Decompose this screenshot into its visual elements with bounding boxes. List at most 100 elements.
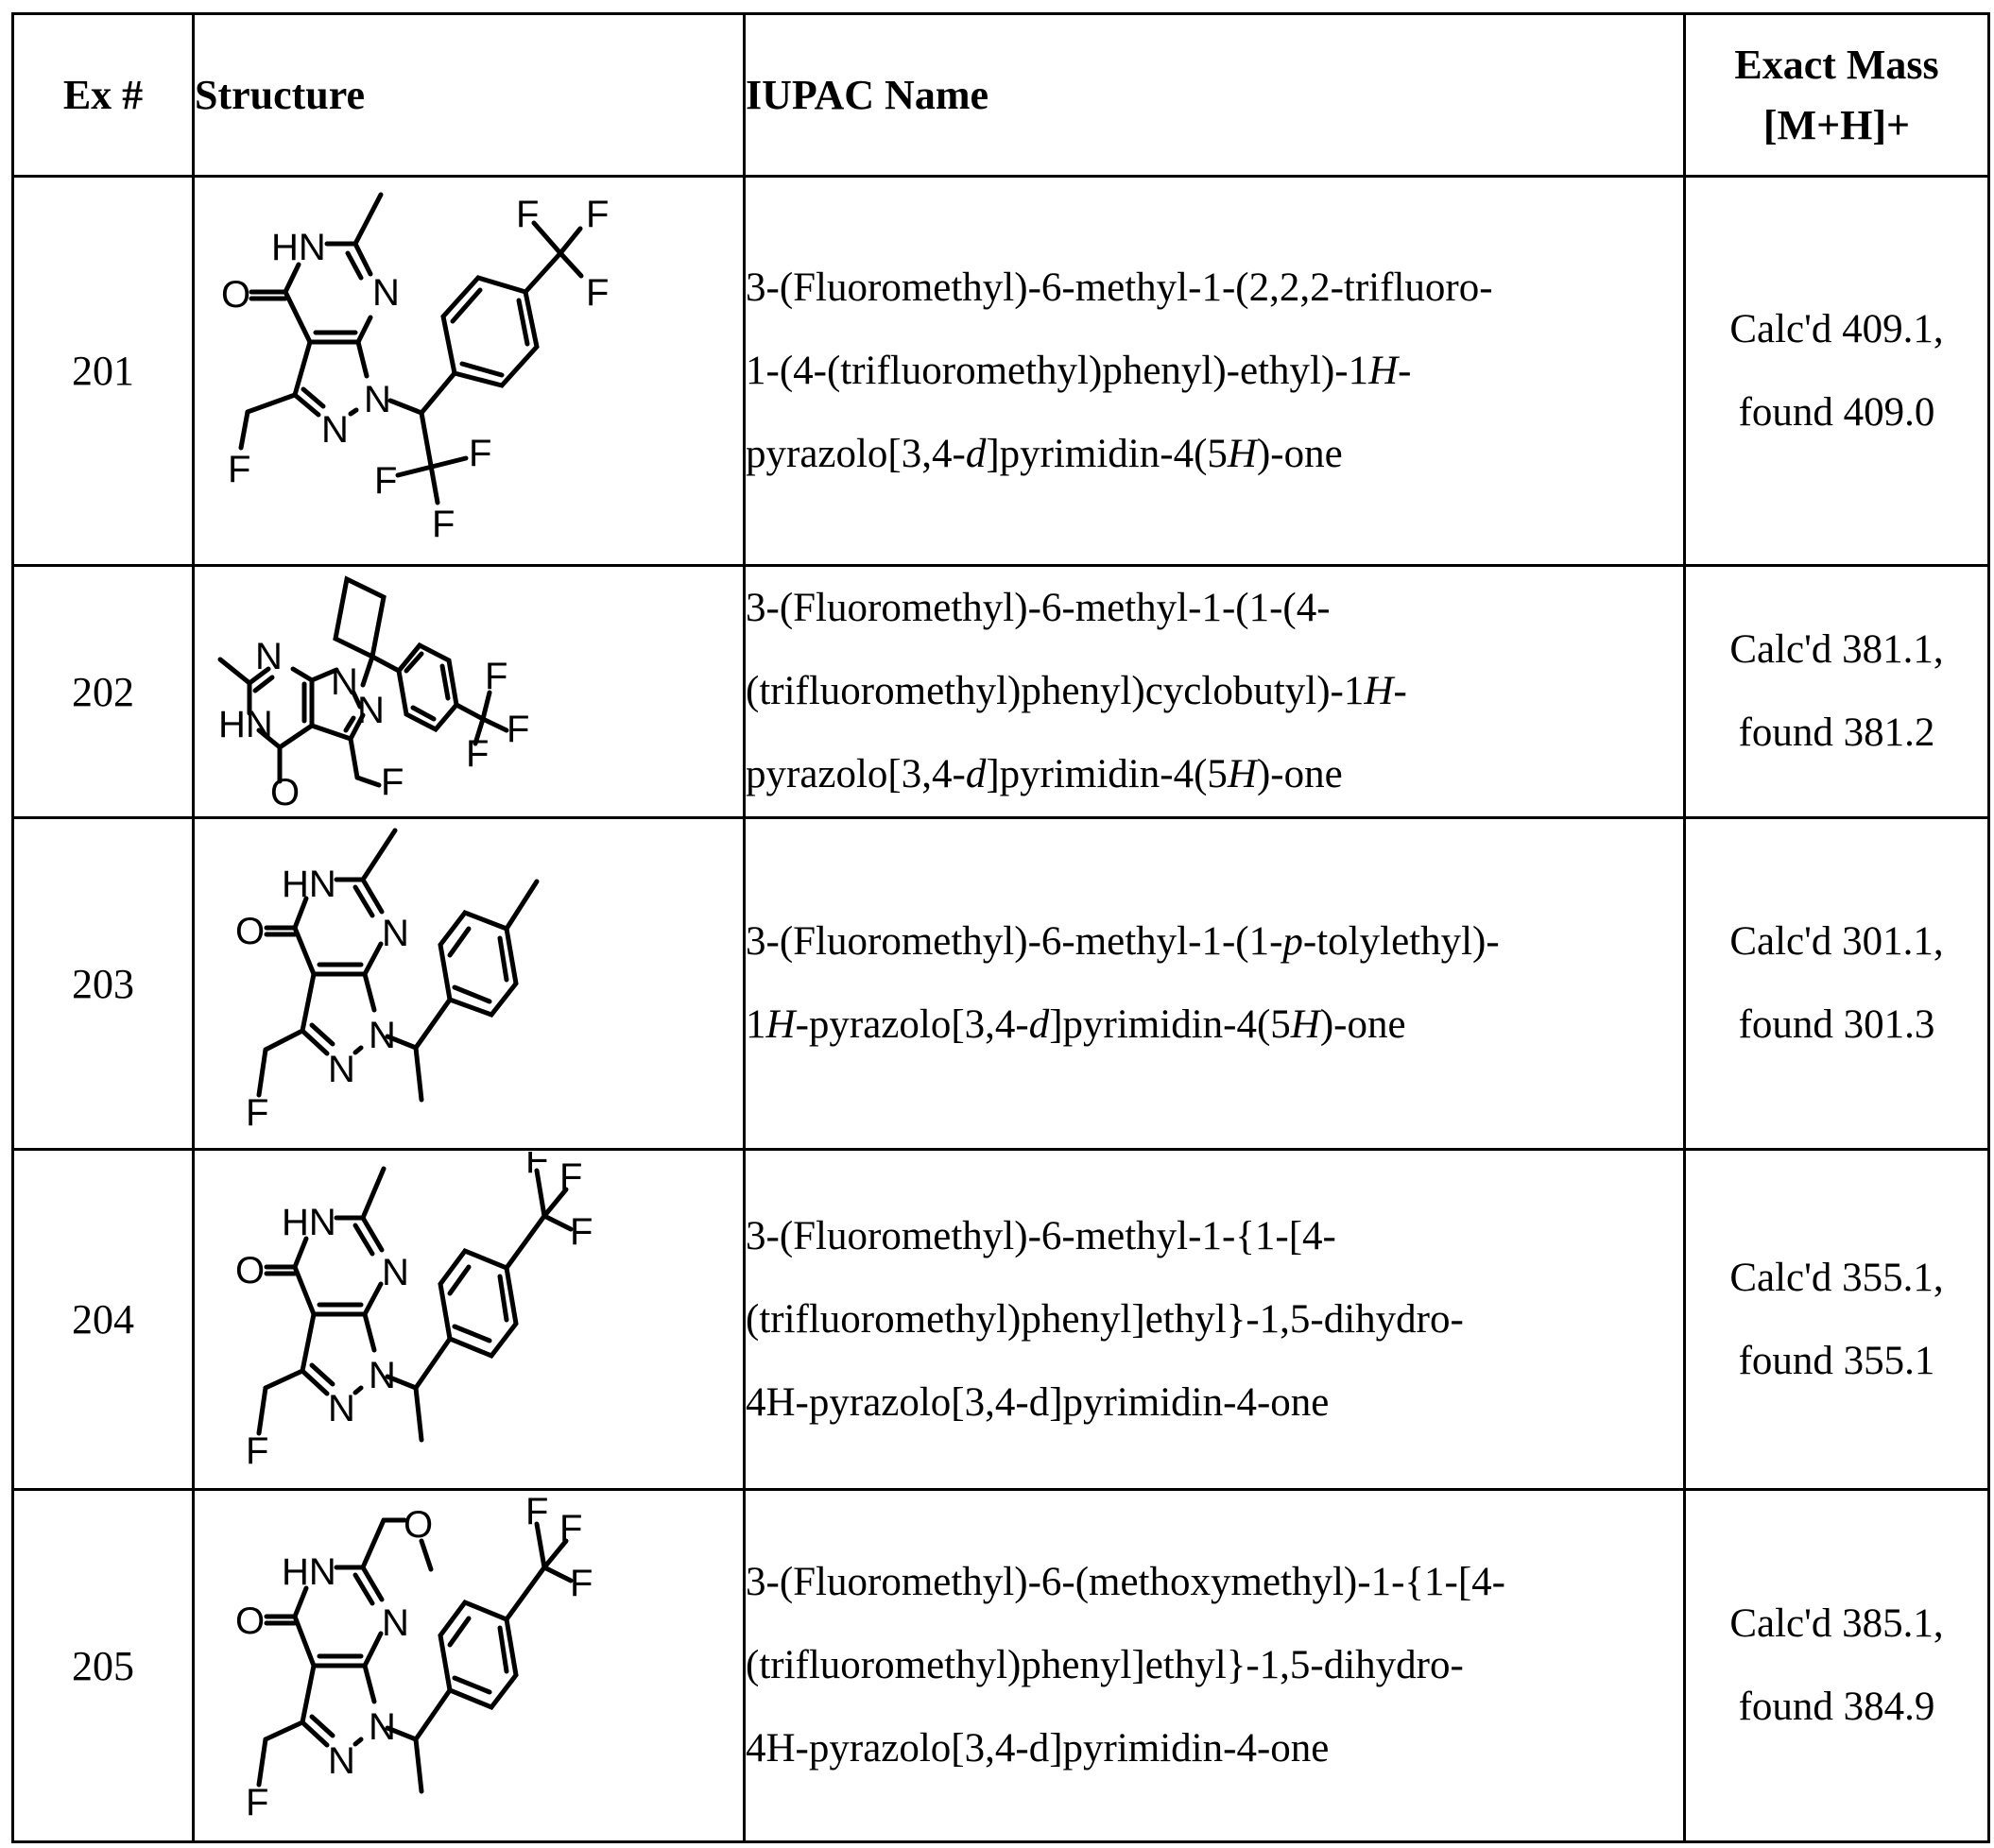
table-row: 201: [11, 175, 1990, 567]
iupac-text: )-one: [1319, 1002, 1406, 1047]
iupac-name: 3-(Fluoromethyl)-6-methyl-1-{1-[4- (trifl…: [743, 1148, 1686, 1491]
atom-label: F: [469, 433, 491, 474]
mass-calculated: Calc'd 301.1,: [1729, 919, 1944, 964]
ex-number: 202: [11, 564, 195, 819]
ex-number: 201: [11, 175, 195, 567]
exact-mass: Calc'd 301.1, found 301.3: [1683, 816, 1990, 1151]
atom-label: N: [328, 1740, 355, 1782]
chemical-structure-203-icon: HN N O N N F: [235, 828, 540, 1134]
iupac-italic: H: [1227, 752, 1257, 796]
atom-label: F: [507, 709, 529, 750]
atom-label: F: [466, 733, 489, 775]
ex-number: 203: [11, 816, 195, 1151]
atom-label: F: [570, 1211, 593, 1253]
iupac-text: 3-(Fluoromethyl)-6-methyl-1-{1-[4-: [746, 1213, 1336, 1258]
header-iupac-name: IUPAC Name: [743, 12, 1686, 178]
atom-label: O: [235, 1250, 265, 1292]
iupac-text: ]pyrimidin-4(5: [986, 431, 1228, 476]
atom-label: F: [246, 1782, 268, 1823]
atom-label: F: [246, 1430, 268, 1472]
iupac-text: pyrazolo[3,4-: [746, 431, 966, 476]
atom-label: F: [525, 1152, 548, 1181]
chemical-structure-201-icon: HN N O N N F F F F F F F: [221, 192, 609, 545]
atom-label: F: [570, 1563, 593, 1604]
header-structure: Structure: [192, 12, 746, 178]
chemical-structure-202-icon: .s202 text{font-size:26px}: [217, 574, 529, 813]
header-row: Ex # Structure IUPAC Name Exact Mass [M+…: [11, 12, 1990, 178]
iupac-italic: d: [965, 752, 987, 796]
mass-calculated: Calc'd 355.1,: [1729, 1255, 1944, 1300]
atom-label: F: [516, 194, 539, 235]
iupac-italic: H: [1227, 431, 1257, 476]
atom-label: N: [357, 690, 385, 731]
atom-label: O: [221, 274, 250, 316]
iupac-text: (trifluoromethyl)phenyl]ethyl}-1,5-dihyd…: [746, 1296, 1464, 1342]
iupac-text: 1-(4-(trifluoromethyl)phenyl)-ethyl)-1: [746, 348, 1369, 393]
structure-cell: .s202 text{font-size:26px}: [192, 564, 746, 819]
atom-label: F: [374, 460, 397, 502]
atom-label: F: [432, 504, 455, 545]
atom-label: O: [270, 772, 300, 813]
atom-label: N: [321, 409, 349, 451]
iupac-text: pyrazolo[3,4-: [746, 752, 966, 796]
header-ex-num: Ex #: [11, 12, 195, 178]
iupac-italic: H: [765, 1002, 796, 1047]
atom-label: N: [328, 1049, 355, 1090]
structure-cell: HN N O N N F: [192, 816, 746, 1151]
ex-number: 205: [11, 1488, 195, 1843]
iupac-text: -: [1393, 669, 1407, 713]
atom-label: O: [404, 1504, 433, 1546]
iupac-italic: H: [1368, 348, 1399, 393]
iupac-text: 4H-pyrazolo[3,4-d]pyrimidin-4-one: [746, 1726, 1330, 1771]
structure-cell: HN N O N N F F F F: [192, 1148, 746, 1491]
iupac-text: )-one: [1256, 431, 1343, 476]
iupac-text: (trifluoromethyl)phenyl]ethyl}-1,5-dihyd…: [746, 1643, 1464, 1687]
header-exact-mass-line2: [M+H]+: [1762, 101, 1911, 148]
atom-label: F: [228, 449, 250, 490]
atom-label: F: [525, 1494, 548, 1532]
ex-number: 204: [11, 1148, 195, 1491]
iupac-text: ]pyrimidin-4(5: [1049, 1002, 1291, 1047]
atom-label: N: [255, 636, 283, 677]
mass-calculated: Calc'd 381.1,: [1729, 627, 1944, 672]
atom-label: F: [246, 1092, 268, 1134]
atom-label: N: [382, 1252, 409, 1293]
exact-mass: Calc'd 355.1, found 355.1: [1683, 1148, 1990, 1491]
iupac-name: 3-(Fluoromethyl)-6-methyl-1-(2,2,2-trifl…: [743, 175, 1686, 567]
iupac-text: 3-(Fluoromethyl)-6-(methoxymethyl)-1-{1-…: [746, 1560, 1505, 1604]
iupac-name: 3-(Fluoromethyl)-6-methyl-1-(1-(4-(trifl…: [743, 564, 1686, 819]
atom-label: F: [381, 761, 404, 803]
chemical-structure-205-icon: HN N O O N N F F F F: [235, 1494, 593, 1823]
iupac-name: 3-(Fluoromethyl)-6-(methoxymethyl)-1-{1-…: [743, 1488, 1686, 1843]
iupac-italic: H: [1364, 669, 1394, 713]
atom-label: N: [328, 1388, 355, 1429]
atom-label: HN: [282, 1551, 336, 1593]
atom-label: HN: [271, 227, 326, 268]
atom-label: F: [559, 1508, 582, 1549]
atom-label: N: [369, 1706, 396, 1748]
mass-found: found 409.0: [1738, 389, 1935, 435]
iupac-italic: p: [1282, 919, 1303, 964]
atom-label: N: [382, 913, 409, 954]
atom-label: N: [369, 1015, 396, 1056]
atom-label: N: [382, 1602, 409, 1644]
mass-calculated: Calc'd 409.1,: [1729, 306, 1944, 351]
atom-label: HN: [282, 864, 336, 905]
table-row: 205: [11, 1488, 1990, 1843]
iupac-text: 4H-pyrazolo[3,4-d]pyrimidin-4-one: [746, 1379, 1330, 1425]
atom-label: F: [559, 1156, 582, 1198]
table-row: 204: [11, 1148, 1990, 1491]
atom-label: N: [372, 272, 400, 314]
table-row: 203: [11, 816, 1990, 1151]
atom-label: N: [331, 661, 358, 703]
iupac-text: 1: [746, 1002, 766, 1047]
atom-label: N: [369, 1355, 396, 1396]
iupac-text: )-one: [1256, 752, 1343, 796]
iupac-text: -tolylethyl)-: [1302, 919, 1500, 964]
atom-label: HN: [218, 704, 273, 745]
iupac-text: ]pyrimidin-4(5: [986, 752, 1228, 796]
exact-mass: Calc'd 385.1, found 384.9: [1683, 1488, 1990, 1843]
mass-found: found 384.9: [1738, 1685, 1935, 1729]
atom-label: HN: [282, 1202, 336, 1243]
atom-label: F: [586, 194, 609, 235]
